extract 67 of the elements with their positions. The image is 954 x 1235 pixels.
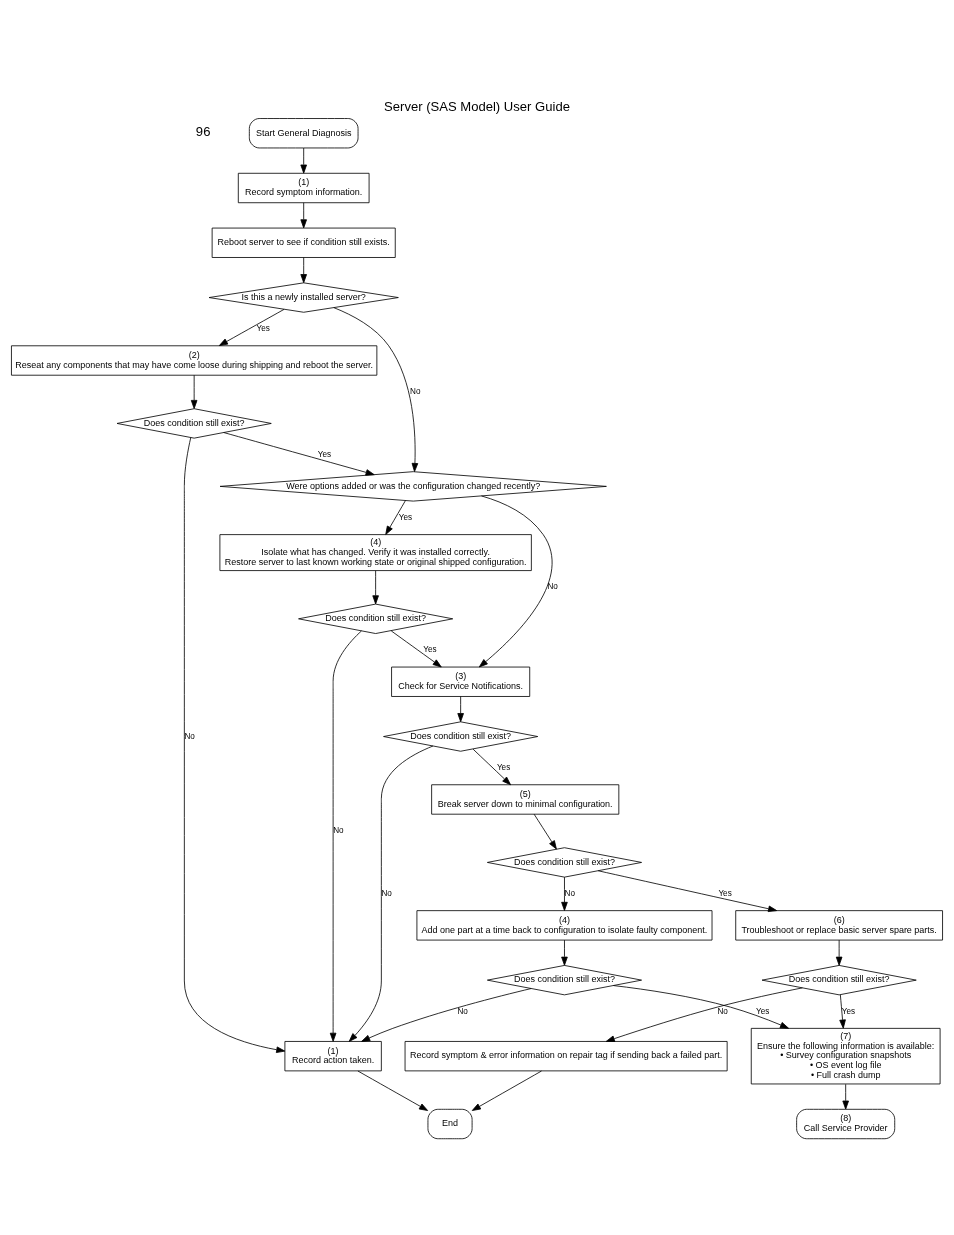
- edge-label: No: [547, 581, 558, 591]
- node-box: (4) Add one part at a time back to configuration to isolate faulty component.: [416, 909, 713, 940]
- node-box: Record symptom & error information on repair tag if sending back a failed part.: [404, 1040, 728, 1071]
- arrow: [329, 630, 362, 1042]
- arrow: [300, 256, 307, 283]
- node-box: (4) Isolate what has changed. Verify it was installed correctly. Restore server to last known working state or original shipped configuration.: [219, 533, 532, 571]
- node-box: (1) Record action taken.: [284, 1040, 382, 1071]
- edge-label: Yes: [718, 888, 732, 898]
- edge-label: No: [564, 888, 575, 898]
- edge-label: Yes: [841, 1006, 856, 1016]
- edge-label: No: [333, 825, 344, 835]
- node-diamond: Does condition still exist?: [116, 407, 272, 439]
- node-box: (6) Troubleshoot or replace basic server spare parts.: [735, 909, 943, 940]
- node-box: (1) Record symptom information.: [237, 172, 370, 203]
- edge-label: No: [184, 731, 195, 741]
- arrow: [357, 1070, 429, 1111]
- arrow: [478, 495, 553, 667]
- node-box: Reboot server to see if condition still exists.: [211, 227, 396, 258]
- node-diamond: Does condition still exist?: [761, 964, 917, 995]
- label: 96: [195, 123, 211, 139]
- arrow: [183, 436, 286, 1053]
- edge-label: No: [410, 386, 421, 396]
- arrow: [561, 876, 568, 911]
- edge-label: Yes: [756, 1006, 770, 1016]
- arrow: [300, 147, 307, 174]
- arrow: [348, 745, 434, 1042]
- edge-label: Yes: [398, 512, 413, 522]
- arrow: [471, 1070, 542, 1111]
- arrow: [842, 1083, 849, 1110]
- arrow: [333, 306, 419, 472]
- edge-label: No: [457, 1006, 468, 1016]
- arrow: [361, 987, 532, 1042]
- node-box: (2) Reseat any components that may have come loose during shipping and reboot the server.: [11, 344, 378, 376]
- arrow: [190, 374, 198, 409]
- node-diamond: Is this a newly installed server?: [208, 281, 399, 313]
- arrow: [613, 984, 789, 1029]
- arrow: [597, 869, 778, 912]
- node-box: Start General Diagnosis: [248, 117, 359, 148]
- node-diamond: Does condition still exist?: [486, 964, 642, 995]
- arrow: [839, 994, 846, 1029]
- node-box: (5) Break server down to minimal configuration.: [431, 783, 620, 815]
- arrow: [605, 986, 803, 1042]
- edge-label: No: [717, 1006, 728, 1016]
- edge-label: Yes: [256, 323, 270, 333]
- diagram-title: Server (SAS Model) User Guide: [384, 98, 570, 114]
- arrow: [218, 308, 285, 346]
- arrow: [561, 939, 568, 966]
- arrow: [457, 695, 464, 722]
- edge-label: No: [381, 888, 392, 898]
- node-diamond: Does condition still exist?: [486, 846, 642, 878]
- edge-label: Yes: [496, 762, 511, 772]
- arrow: [472, 748, 511, 785]
- node-box: End: [427, 1108, 473, 1139]
- arrow: [385, 499, 406, 535]
- arrow: [372, 569, 379, 604]
- arrow: [533, 813, 557, 849]
- arrow: [390, 629, 442, 667]
- node-diamond: Does condition still exist?: [298, 603, 454, 634]
- node-box: (7) Ensure the following information is available: • Survey configuration snapshots • OS event log file • Full crash dump: [750, 1027, 941, 1084]
- node-box: (3) Check for Service Notifications.: [391, 666, 531, 697]
- node-box: (8) Call Service Provider: [796, 1108, 896, 1139]
- edge-label: Yes: [423, 644, 437, 654]
- arrow: [835, 939, 843, 966]
- arrow: [300, 201, 307, 228]
- node-diamond: Does condition still exist?: [383, 720, 539, 752]
- edge-label: Yes: [317, 449, 332, 459]
- arrow: [223, 431, 375, 476]
